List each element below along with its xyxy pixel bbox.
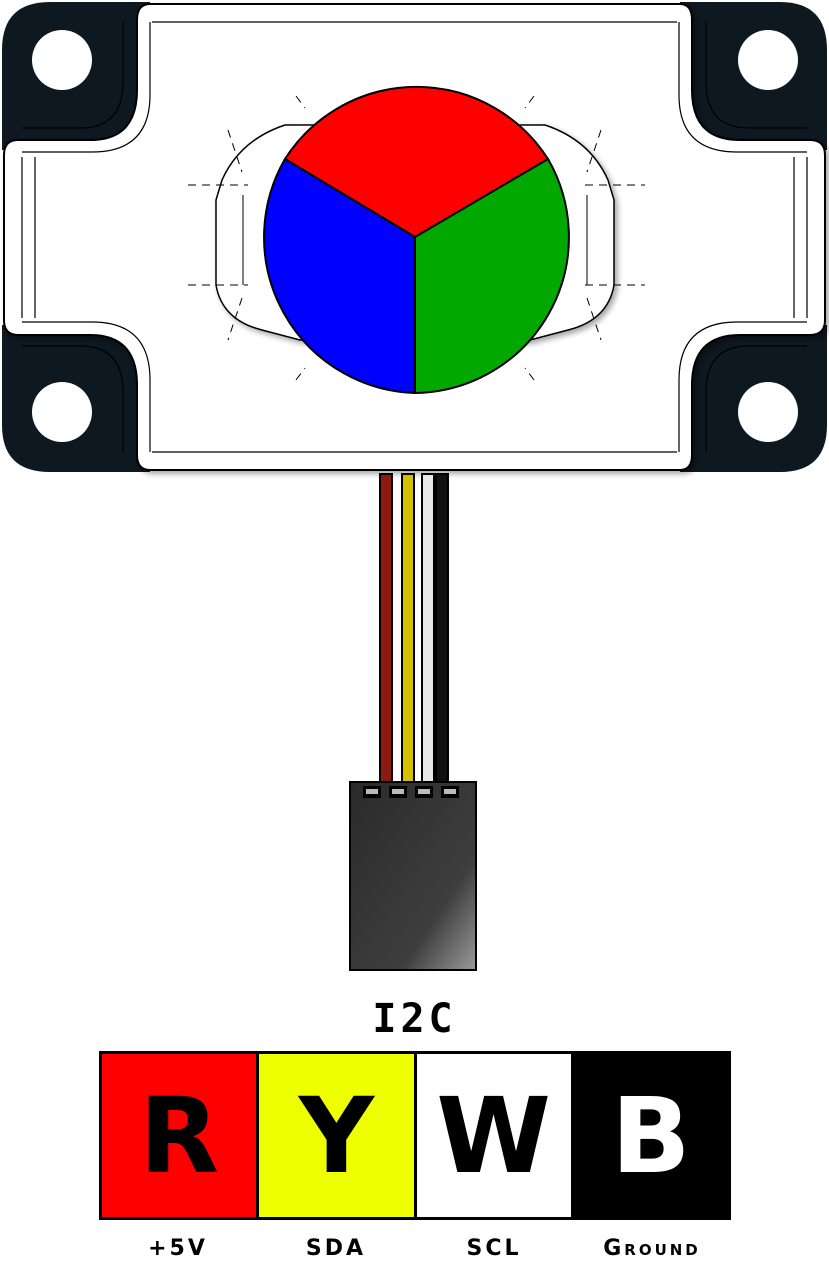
mounting-hole-bottom-left bbox=[32, 382, 92, 442]
blue-segment bbox=[263, 157, 416, 395]
mounting-hole-top-left bbox=[32, 30, 92, 90]
pin-label-5v: +5V bbox=[148, 1236, 208, 1261]
protocol-title: I2C bbox=[372, 996, 457, 1042]
pin-letter-black: B bbox=[611, 1074, 691, 1197]
mounting-holes bbox=[32, 30, 798, 442]
rgb-sensor-lens bbox=[263, 86, 570, 395]
pin-label-ground: Ground bbox=[603, 1236, 701, 1261]
pin-letter-yellow: Y bbox=[298, 1074, 375, 1197]
mounting-hole-bottom-right bbox=[738, 382, 798, 442]
red-segment bbox=[283, 86, 550, 239]
pin-label-scl: SCL bbox=[466, 1236, 522, 1261]
green-segment bbox=[414, 157, 570, 395]
pin-cell-yellow: Y bbox=[259, 1054, 417, 1217]
pin-labels: +5V SDA SCL Ground bbox=[99, 1236, 731, 1261]
pin-letter-red: R bbox=[139, 1074, 220, 1197]
pinout-table: R Y W B bbox=[99, 1051, 731, 1220]
cable bbox=[379, 473, 449, 785]
pin-letter-white: W bbox=[436, 1074, 551, 1197]
wire-yellow bbox=[401, 473, 415, 785]
pin-cell-red: R bbox=[102, 1054, 260, 1217]
wire-black bbox=[435, 473, 449, 785]
color-sensor-diagram bbox=[2, 2, 827, 971]
pin-label-sda: SDA bbox=[305, 1236, 367, 1261]
i2c-connector bbox=[349, 781, 477, 971]
pin-cell-white: W bbox=[416, 1054, 574, 1217]
wire-white bbox=[421, 473, 435, 785]
pin-cell-black: B bbox=[573, 1054, 728, 1217]
wire-red bbox=[379, 473, 393, 785]
mounting-hole-top-right bbox=[738, 30, 798, 90]
housing-bevel-lines bbox=[21, 21, 808, 453]
